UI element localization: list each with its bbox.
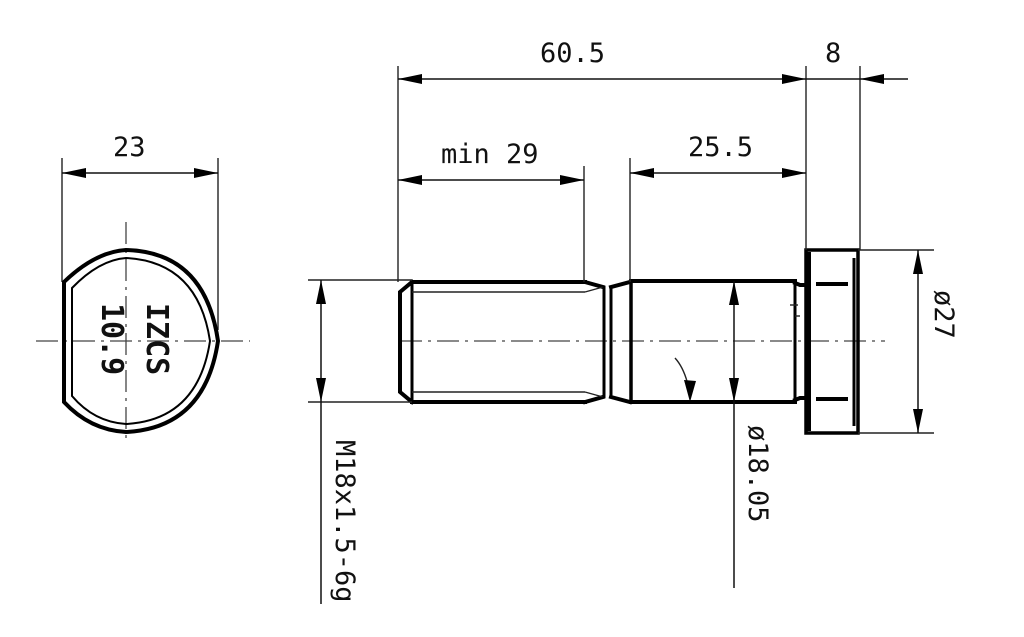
dimension-head-diameter: ø27 [928, 290, 959, 339]
dimension-23: 23 [113, 132, 146, 163]
dimension-knurl-length: 25.5 [688, 132, 753, 163]
dimension-knurl-diameter: ø18.05 [742, 425, 773, 523]
dimension-thread-spec: M18x1.5-6g [329, 440, 360, 603]
dimension-thread-length: min 29 [441, 139, 539, 170]
dimension-head-thickness: 8 [825, 38, 841, 69]
head-marking-brand: IZCS [139, 303, 174, 375]
head-marking-grade: 10.9 [94, 303, 129, 375]
end-view: 23 IZCS 10.9 [36, 132, 250, 440]
dimension-overall-length: 60.5 [540, 38, 605, 69]
side-view: 60.5 8 min 29 25.5 M18x1.5-6g ø18.05 [308, 38, 959, 604]
